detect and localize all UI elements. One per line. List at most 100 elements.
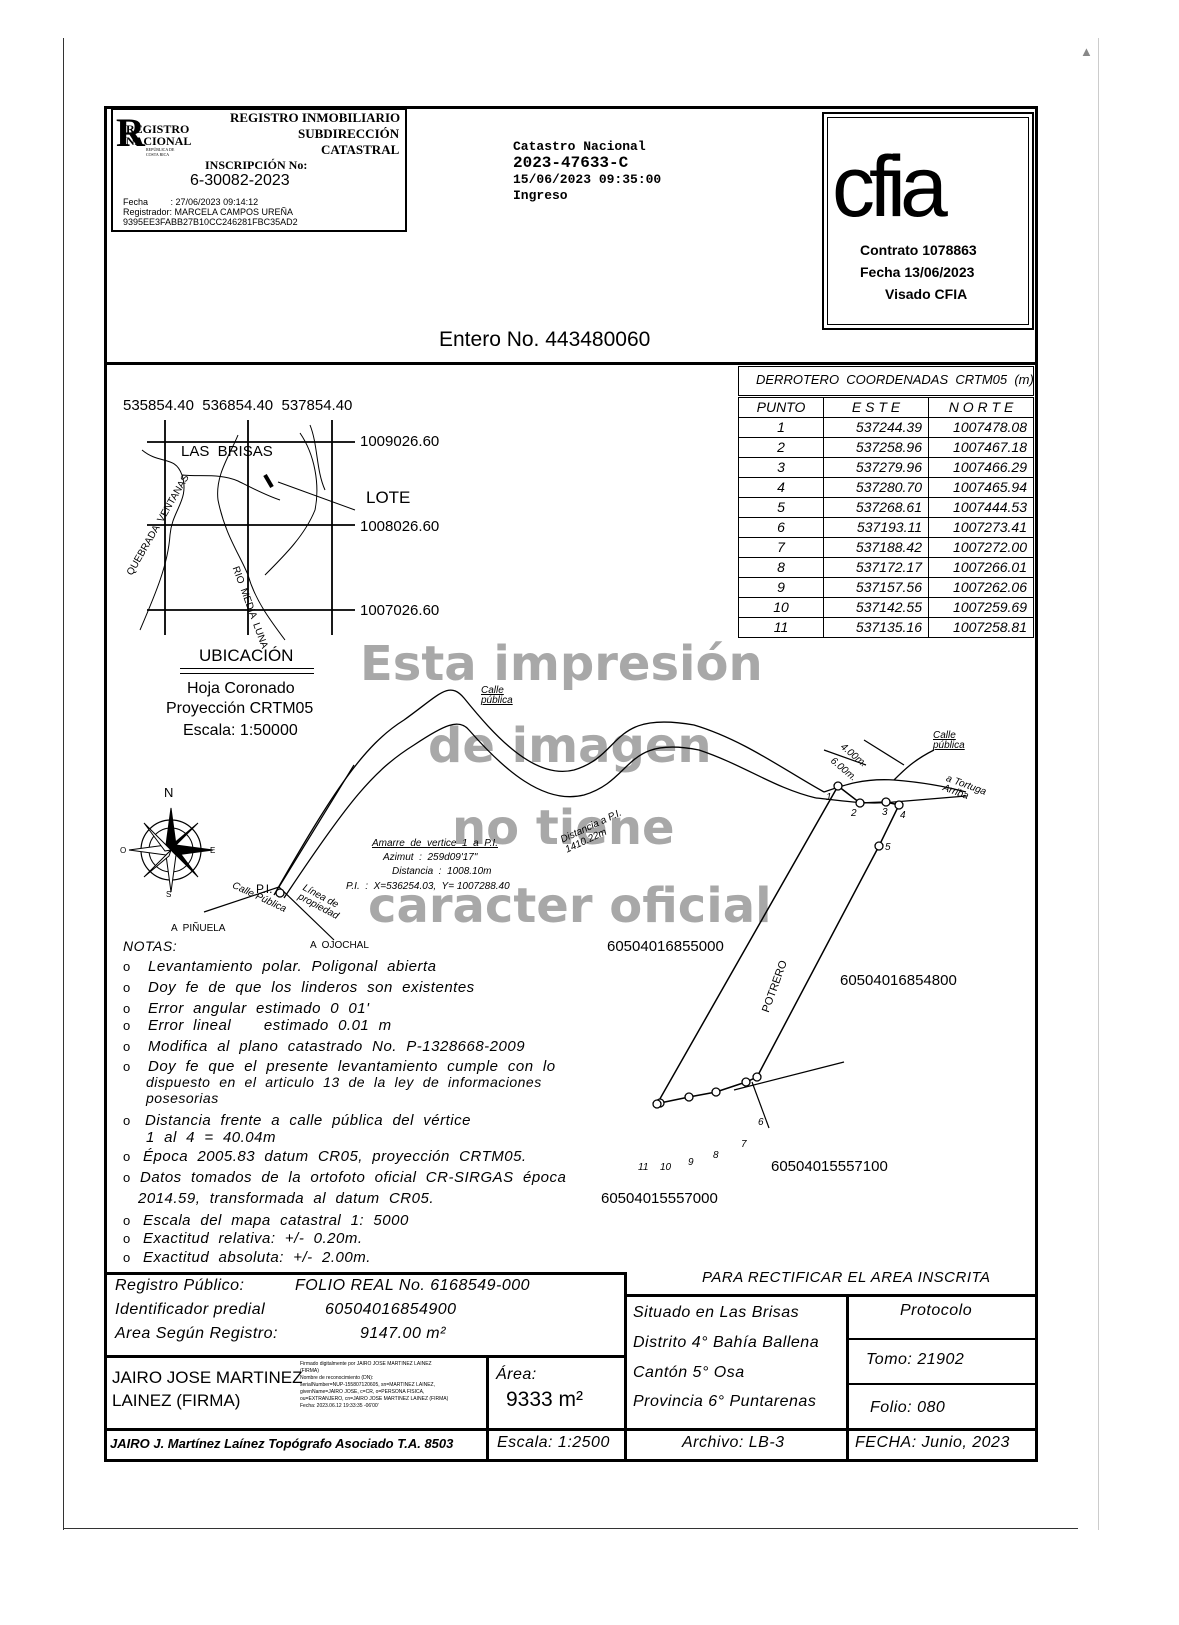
derrotero-cell-norte: 1007272.00 bbox=[928, 537, 1034, 558]
vertex-label: 1 bbox=[826, 792, 832, 803]
derrotero-cell-este: 537142.55 bbox=[823, 597, 929, 618]
area-value: 9333 m² bbox=[506, 1388, 584, 1411]
derrotero-cell-punto: 2 bbox=[738, 437, 824, 458]
page-bottom-edge bbox=[63, 1528, 1078, 1529]
plan-distancia: Distancia : 1008.10m bbox=[392, 866, 492, 877]
nota-item: Levantamiento polar. Poligonal abierta bbox=[148, 958, 437, 975]
firmante-line2: LAINEZ (FIRMA) bbox=[112, 1391, 241, 1410]
derrotero-cell-este: 537279.96 bbox=[823, 457, 929, 478]
vertex-label: 2 bbox=[851, 808, 857, 819]
nota-item: Escala del mapa catastral 1: 5000 bbox=[143, 1212, 409, 1229]
watermark-line2: de imagen bbox=[428, 718, 712, 774]
cfia-logo-graphic: cfia bbox=[832, 139, 1024, 235]
derrotero-cell-punto: 11 bbox=[738, 617, 824, 638]
nota-item: Doy fe de que los linderos son existente… bbox=[148, 979, 475, 996]
derrotero-cell-punto: 1 bbox=[738, 417, 824, 438]
firma-small-6: ou=EXTRANJERO, cn=JAIRO JOSE MARTINEZ LA… bbox=[300, 1396, 449, 1402]
loc-lote-arrow bbox=[277, 481, 356, 511]
cfia-fecha: Fecha 13/06/2023 bbox=[860, 264, 975, 280]
derrotero-cell-norte: 1007258.81 bbox=[928, 617, 1034, 638]
plan-pi-label: P.I. bbox=[256, 882, 273, 896]
footer-right-top bbox=[626, 1294, 1038, 1297]
plan-calle-right: Calle pública bbox=[933, 730, 965, 751]
nota-item: dispuesto en el articulo 13 de la ley de… bbox=[146, 1074, 542, 1090]
derrotero-cell-este: 537268.61 bbox=[823, 497, 929, 518]
nota-bullet: o bbox=[123, 1039, 131, 1054]
derrotero-cell-norte: 1007466.29 bbox=[928, 457, 1034, 478]
cfia-visado: Visado CFIA bbox=[885, 286, 968, 302]
derrotero-cell-punto: 10 bbox=[738, 597, 824, 618]
nota-item: Época 2005.83 datum CR05, proyección CRT… bbox=[143, 1148, 527, 1165]
footer-protocolo-h1 bbox=[846, 1338, 1038, 1340]
nota-item: Error angular estimado 0 01' bbox=[148, 1000, 370, 1017]
loc-y3: 1007026.60 bbox=[360, 602, 440, 619]
nota-item: Doy fe que el presente levantamiento cum… bbox=[148, 1058, 556, 1075]
derrotero-title: DERROTERO COORDENADAS CRTM05 (m) bbox=[756, 372, 1034, 387]
cfia-logo-text: cfia bbox=[832, 140, 948, 225]
derrotero-cell-este: 537188.42 bbox=[823, 537, 929, 558]
nota-item: 2014.59, transformada al datum CR05. bbox=[138, 1190, 434, 1207]
vertex-label: 10 bbox=[660, 1162, 672, 1173]
registro-logo-line4: COSTA RICA bbox=[146, 152, 170, 157]
page-left-edge bbox=[63, 38, 64, 1530]
nota-item: Exactitud absoluta: +/- 2.00m. bbox=[143, 1249, 371, 1266]
registro-logo-line1: REGISTRO bbox=[126, 122, 190, 136]
pi-point bbox=[275, 888, 285, 898]
loc-y1: 1009026.60 bbox=[360, 433, 440, 450]
derrotero-cell-este: 537258.96 bbox=[823, 437, 929, 458]
compass-s: S bbox=[166, 890, 172, 899]
footer-divider-main bbox=[624, 1272, 627, 1462]
plan-lot-left: 60504016855000 bbox=[607, 938, 724, 955]
vertex-label: 6 bbox=[758, 1117, 764, 1128]
situado: Situado en Las Brisas bbox=[633, 1304, 800, 1321]
derrotero-title-box bbox=[738, 366, 1034, 396]
footer-area-divider bbox=[486, 1356, 489, 1462]
firma-small-3: Nombre de reconocimiento (DN): bbox=[300, 1375, 374, 1381]
loc-y2: 1008026.60 bbox=[360, 518, 440, 535]
nota-bullet: o bbox=[123, 1149, 131, 1164]
compass-o: O bbox=[120, 846, 127, 855]
plan-amarre-title: Amarre de vertice 1 a P.I. bbox=[372, 838, 498, 849]
loc-las-brisas: LAS BRISAS bbox=[181, 443, 273, 460]
registro-logo-line2: NACIONAL bbox=[126, 134, 192, 148]
canton: Cantón 5° Osa bbox=[633, 1364, 745, 1381]
nota-bullet: o bbox=[123, 1001, 131, 1016]
archivo: Archivo: LB-3 bbox=[682, 1434, 785, 1451]
derrotero-cell-punto: 7 bbox=[738, 537, 824, 558]
loc-lote-mark bbox=[263, 473, 274, 489]
firma-small-1: Firmado digitalmente por JAIRO JOSE MART… bbox=[300, 1361, 432, 1367]
area-registro-value: 9147.00 m² bbox=[360, 1325, 446, 1342]
loc-lote: LOTE bbox=[366, 488, 411, 507]
inscripcion-label: INSCRIPCIÓN No: bbox=[205, 158, 308, 172]
rectificar: PARA RECTIFICAR EL AREA INSCRITA bbox=[702, 1269, 991, 1286]
road-lines bbox=[273, 689, 967, 899]
scroll-up-icon[interactable]: ▲ bbox=[1080, 44, 1093, 59]
cfia-stamp-inner bbox=[827, 117, 1029, 325]
neighbor-lines bbox=[203, 739, 905, 1129]
registro-title2: SUBDIRECCIÓN bbox=[298, 126, 400, 141]
derrotero-cell-punto: 3 bbox=[738, 457, 824, 478]
scrollbar-track[interactable] bbox=[1098, 38, 1099, 1530]
watermark-line3: no tiene bbox=[452, 800, 675, 856]
compass-e: E bbox=[210, 846, 216, 855]
derrotero-cell-norte: 1007467.18 bbox=[928, 437, 1034, 458]
nota-bullet: o bbox=[123, 1231, 131, 1246]
plan-a-ojochal: A OJOCHAL bbox=[310, 940, 369, 951]
vertex-label: 9 bbox=[688, 1157, 694, 1168]
firma-small-7: Fecha: 2023.06.12 19:33:35 -06'00' bbox=[300, 1403, 379, 1409]
cfia-logo-triangle bbox=[958, 182, 1024, 218]
derrotero-header-este: E S T E bbox=[823, 397, 929, 418]
loc-x-ticks: 535854.40 536854.40 537854.40 bbox=[123, 397, 353, 414]
registro-publico-value: FOLIO REAL No. 6168549-000 bbox=[295, 1277, 531, 1294]
registro-title1: REGISTRO INMOBILIARIO bbox=[230, 110, 401, 125]
derrotero-header-norte: N O R T E bbox=[928, 397, 1034, 418]
loc-escala: Escala: 1:50000 bbox=[183, 722, 298, 739]
firma-small-2: (FIRMA) bbox=[300, 1368, 319, 1374]
entero-number: Entero No. 443480060 bbox=[439, 328, 651, 351]
registro-registrador: Registrador: MARCELA CAMPOS UREÑA bbox=[123, 207, 294, 217]
